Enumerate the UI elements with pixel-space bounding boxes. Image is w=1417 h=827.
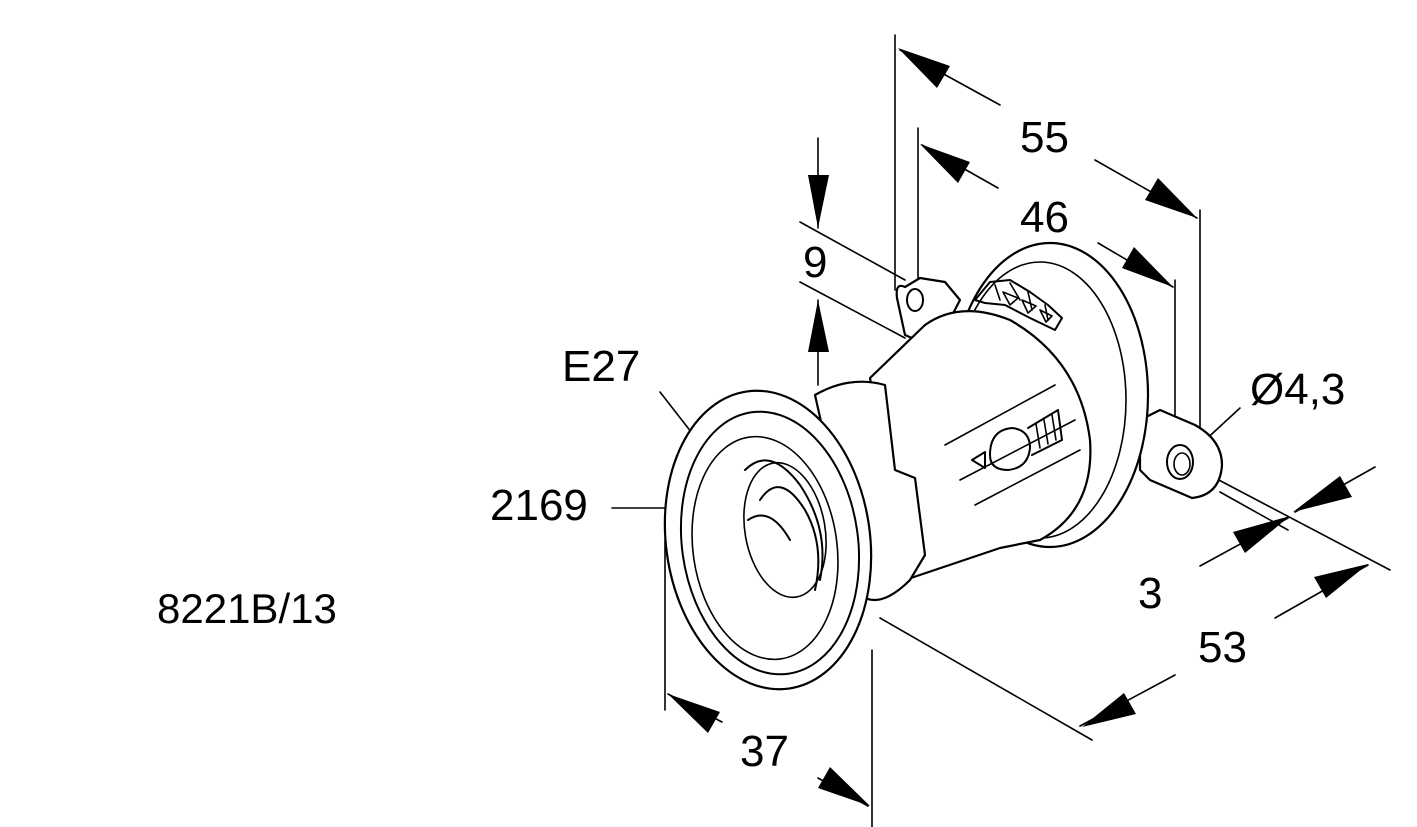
dim-arrow bbox=[668, 694, 720, 733]
dim-label-overall-width: 55 bbox=[1020, 113, 1069, 162]
dim-arrow bbox=[808, 300, 829, 352]
lamp-socket-body bbox=[663, 241, 1224, 691]
dim-arrow bbox=[1145, 178, 1197, 218]
dim-label-flange-thickness: 3 bbox=[1138, 569, 1162, 618]
dim-arrow bbox=[1082, 693, 1136, 727]
dim-arrow bbox=[1233, 516, 1290, 553]
reference-number-label: 2169 bbox=[490, 481, 588, 530]
dim-arrow bbox=[1122, 247, 1173, 287]
mounting-tab-right bbox=[1138, 408, 1224, 500]
dim-label-hole-diameter: Ø4,3 bbox=[1250, 365, 1345, 414]
front-ring bbox=[663, 389, 873, 691]
dimension-lines bbox=[611, 34, 1391, 827]
dim-label-ring-depth: 37 bbox=[740, 727, 789, 776]
dim-arrow bbox=[1293, 476, 1352, 512]
dim-arrow bbox=[898, 48, 950, 88]
ratchet-teeth bbox=[974, 279, 1063, 331]
socket-type-label: E27 bbox=[562, 342, 640, 391]
diameter-symbol: Ø bbox=[1250, 365, 1284, 414]
dimension-labels: 55 46 9 E27 2169 Ø4,3 3 53 37 8221B/13 bbox=[157, 113, 1345, 776]
dim-label-flange-offset: 9 bbox=[803, 238, 827, 287]
bulb-symbol bbox=[971, 409, 1063, 471]
mounting-tab-left bbox=[895, 276, 962, 350]
dim-arrow bbox=[920, 144, 970, 183]
e27-thread bbox=[744, 459, 824, 591]
part-code-label: 8221B/13 bbox=[157, 585, 337, 632]
dim-arrow bbox=[808, 175, 829, 228]
dim-label-overall-depth: 53 bbox=[1198, 623, 1247, 672]
dim-arrow bbox=[1314, 564, 1368, 598]
dim-arrow bbox=[818, 767, 870, 806]
front-collar bbox=[813, 380, 927, 602]
dim-label-hole-spacing: 46 bbox=[1020, 193, 1069, 242]
cylinder-body bbox=[868, 310, 1092, 582]
